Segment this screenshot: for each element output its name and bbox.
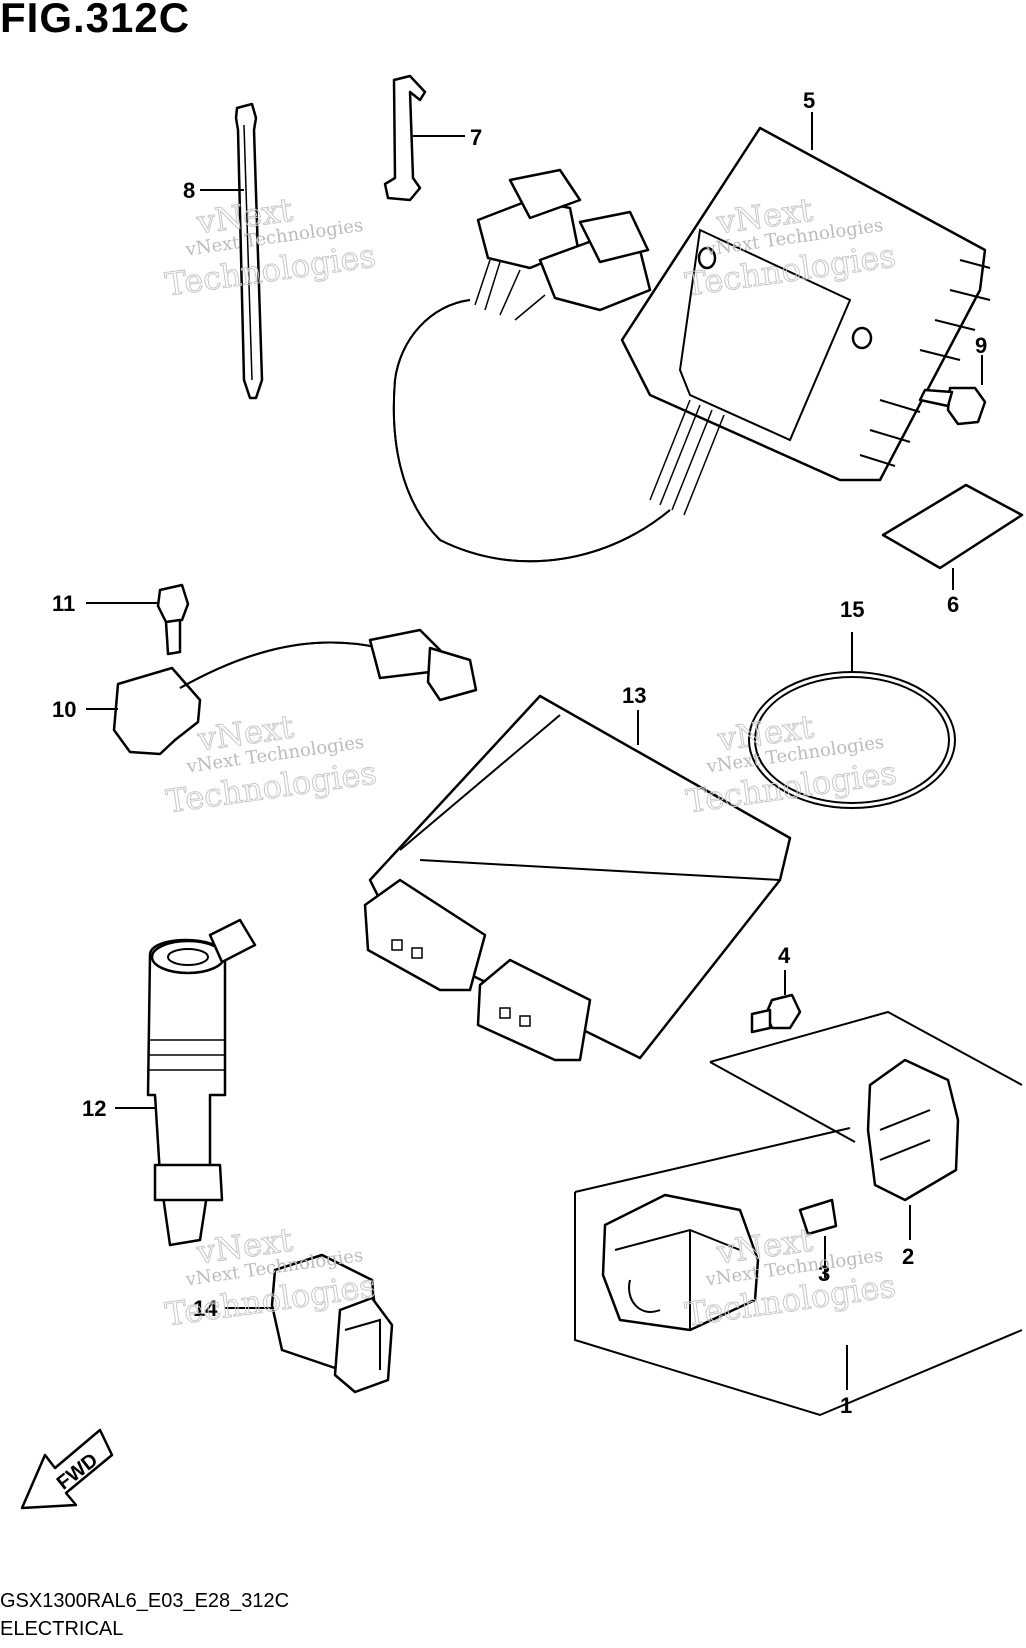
clamp-part xyxy=(383,74,427,202)
fwd-arrow-icon: FWD xyxy=(20,1428,114,1510)
cable-tie-part xyxy=(234,102,264,400)
callout-1: 1 xyxy=(840,1393,852,1418)
callout-10: 10 xyxy=(52,697,76,722)
callout-6: 6 xyxy=(947,592,959,617)
connector-part xyxy=(270,1253,394,1394)
bolt-part-9 xyxy=(918,386,987,426)
callout-2: 2 xyxy=(902,1244,914,1269)
ignition-coil-part xyxy=(146,918,257,1247)
bolt-part-4 xyxy=(750,993,802,1034)
callout-13: 13 xyxy=(622,683,646,708)
callout-3: 3 xyxy=(818,1261,830,1286)
callout-11: 11 xyxy=(52,591,75,616)
figure-code: GSX1300RAL6_E03_E28_312C xyxy=(0,1590,290,1612)
pad-part xyxy=(881,483,1024,570)
callout-5: 5 xyxy=(803,88,815,113)
callout-7: 7 xyxy=(470,125,482,150)
callout-8: 8 xyxy=(183,178,195,203)
relay-assembly-frame xyxy=(574,1010,1023,1417)
relay-cover-part xyxy=(866,1058,960,1202)
fuse-part xyxy=(798,1198,838,1236)
callout-15: 15 xyxy=(840,597,864,622)
section-name: ELECTRICAL xyxy=(0,1618,124,1640)
bolt-part-11 xyxy=(156,583,190,656)
sensor-part xyxy=(112,628,478,756)
callout-14: 14 xyxy=(193,1296,218,1321)
callout-9: 9 xyxy=(975,333,987,358)
relay-part xyxy=(601,1193,760,1332)
callout-12: 12 xyxy=(82,1096,106,1121)
callout-4: 4 xyxy=(778,943,791,968)
ecu-part xyxy=(363,694,792,1062)
regulator-part xyxy=(392,126,991,563)
page-title: FIG.312C xyxy=(0,0,191,41)
watermark-mid-right: vNext vNext Technologies Technologies xyxy=(683,707,899,821)
